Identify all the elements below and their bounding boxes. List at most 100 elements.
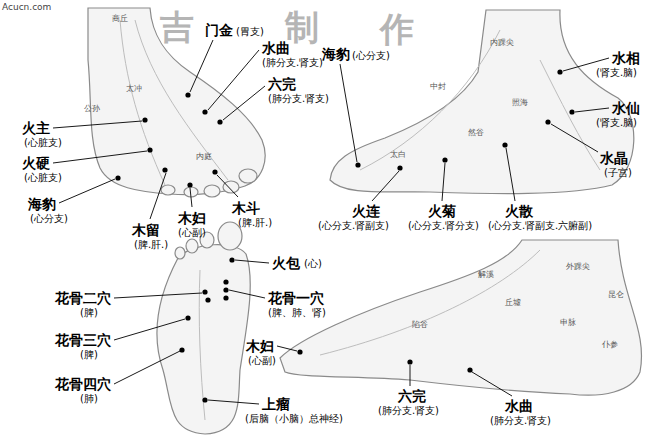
leader-line	[372, 171, 399, 201]
point-name: 上瘤	[262, 396, 290, 412]
anatomy-label: 内踝尖	[490, 38, 514, 47]
foot-dorsal	[88, 8, 265, 195]
leader-line	[340, 64, 357, 162]
point-name: 水曲	[262, 40, 290, 56]
acupoint-dot	[557, 69, 562, 74]
anatomy-label: 申脉	[560, 318, 576, 327]
acupoint-dot	[115, 175, 120, 180]
anatomy-label: 然谷	[468, 128, 484, 137]
point-note: (肺分支.肾支)	[490, 415, 551, 427]
leader-line	[472, 372, 512, 396]
point-note: (子宫)	[604, 167, 632, 179]
point-note: (脾)	[80, 349, 98, 361]
acupoint-dot	[502, 142, 507, 147]
acupoint-dot	[217, 119, 222, 124]
acupoint-dot	[212, 169, 217, 174]
acupoint-dot	[229, 257, 234, 262]
acupoint-dot	[202, 289, 207, 294]
point-note: (肺)	[80, 393, 98, 405]
acupoint-dot	[397, 165, 402, 170]
anatomy-label: 仆参	[602, 340, 618, 349]
anatomy-label: 陷谷	[412, 320, 428, 329]
point-name: 火包	[272, 255, 300, 271]
point-note: (心副)	[248, 355, 276, 367]
acupoint-dot	[407, 359, 412, 364]
anatomy-label: 解溪	[478, 270, 494, 279]
point-name: 火主	[22, 120, 50, 136]
leader-line	[442, 163, 445, 201]
point-name: 花骨三穴	[55, 332, 111, 348]
point-note: (肾支.脑)	[596, 67, 637, 79]
point-name: 木斗	[232, 200, 260, 216]
point-note: (肺分支.肾支)	[262, 57, 323, 69]
acupoint-dot	[179, 347, 184, 352]
point-note: (心)	[304, 258, 322, 270]
acupoint-dot	[185, 315, 190, 320]
acupoint-dot	[205, 297, 210, 302]
acupoint-dot	[442, 157, 447, 162]
acupoint-dot	[202, 397, 207, 402]
anatomy-label: 内庭	[196, 152, 212, 161]
anatomy-label: 公孙	[84, 104, 100, 113]
acupoint-dot	[142, 117, 147, 122]
point-note: (心分支.肾副支)	[318, 220, 389, 232]
point-note: (后脑（小脑）总神经)	[245, 413, 343, 425]
point-name: 火菊	[428, 203, 456, 219]
leader-line	[208, 50, 259, 110]
point-note: (肺分支.肾支)	[378, 405, 439, 417]
toe	[161, 185, 175, 195]
point-name: 六完	[398, 388, 426, 404]
tendon-line	[320, 250, 540, 355]
tendon-line	[540, 60, 600, 170]
acupoint-dot	[297, 349, 302, 354]
leader-line	[410, 365, 411, 386]
point-name: 海豹	[322, 46, 350, 62]
leader-line	[190, 40, 213, 92]
point-note: (心副)	[178, 227, 206, 239]
leader-line	[208, 400, 259, 404]
point-name: 木妇	[178, 210, 206, 226]
point-name: 水相	[612, 50, 640, 66]
leader-line	[506, 148, 515, 201]
leader-line	[114, 293, 202, 298]
acupoint-dot	[162, 167, 167, 172]
foot-medial	[330, 10, 634, 194]
acupoint-dot	[185, 92, 190, 97]
point-name: 火散	[505, 203, 533, 219]
foot-sole	[157, 245, 250, 434]
toe	[186, 239, 198, 253]
point-note: (脾.肝.)	[238, 217, 272, 229]
acupoint-dot	[187, 182, 192, 187]
acupoint-dot	[467, 367, 472, 372]
anatomy-label: 昆仑	[608, 290, 624, 299]
leader-line	[575, 108, 609, 112]
point-name: 火硬	[22, 155, 50, 171]
anatomy-label: 丘墟	[505, 298, 521, 307]
acupoint-dot	[202, 109, 207, 114]
point-name: 木留	[132, 222, 160, 238]
site-mark: Acucn.com	[2, 2, 51, 12]
acupoint-dot	[223, 295, 228, 300]
point-note: (肾支.脑)	[596, 117, 637, 129]
point-name: 水仙	[612, 100, 640, 116]
point-name: 花骨四穴	[55, 376, 111, 392]
leader-line	[277, 346, 297, 351]
point-note: (心脏支)	[24, 137, 62, 149]
leader-line	[217, 175, 238, 197]
leader-line	[223, 86, 265, 120]
point-note: (心分支.肾副支.六腑副)	[488, 220, 592, 232]
leader-line	[114, 319, 185, 340]
anatomy-label: 外踝尖	[566, 262, 590, 271]
point-name: 花骨一穴	[268, 290, 324, 306]
acupoint-dot	[147, 147, 152, 152]
acupoint-dot	[545, 119, 550, 124]
leader-line	[53, 121, 142, 128]
anatomy-label: 商丘	[112, 14, 128, 23]
point-name: 花骨二穴	[55, 290, 111, 306]
foot-outlines	[88, 8, 642, 434]
leader-line	[114, 351, 180, 384]
point-name: 六完	[268, 76, 296, 92]
anatomy-label: 中封	[430, 82, 446, 91]
leader-line	[59, 179, 115, 203]
